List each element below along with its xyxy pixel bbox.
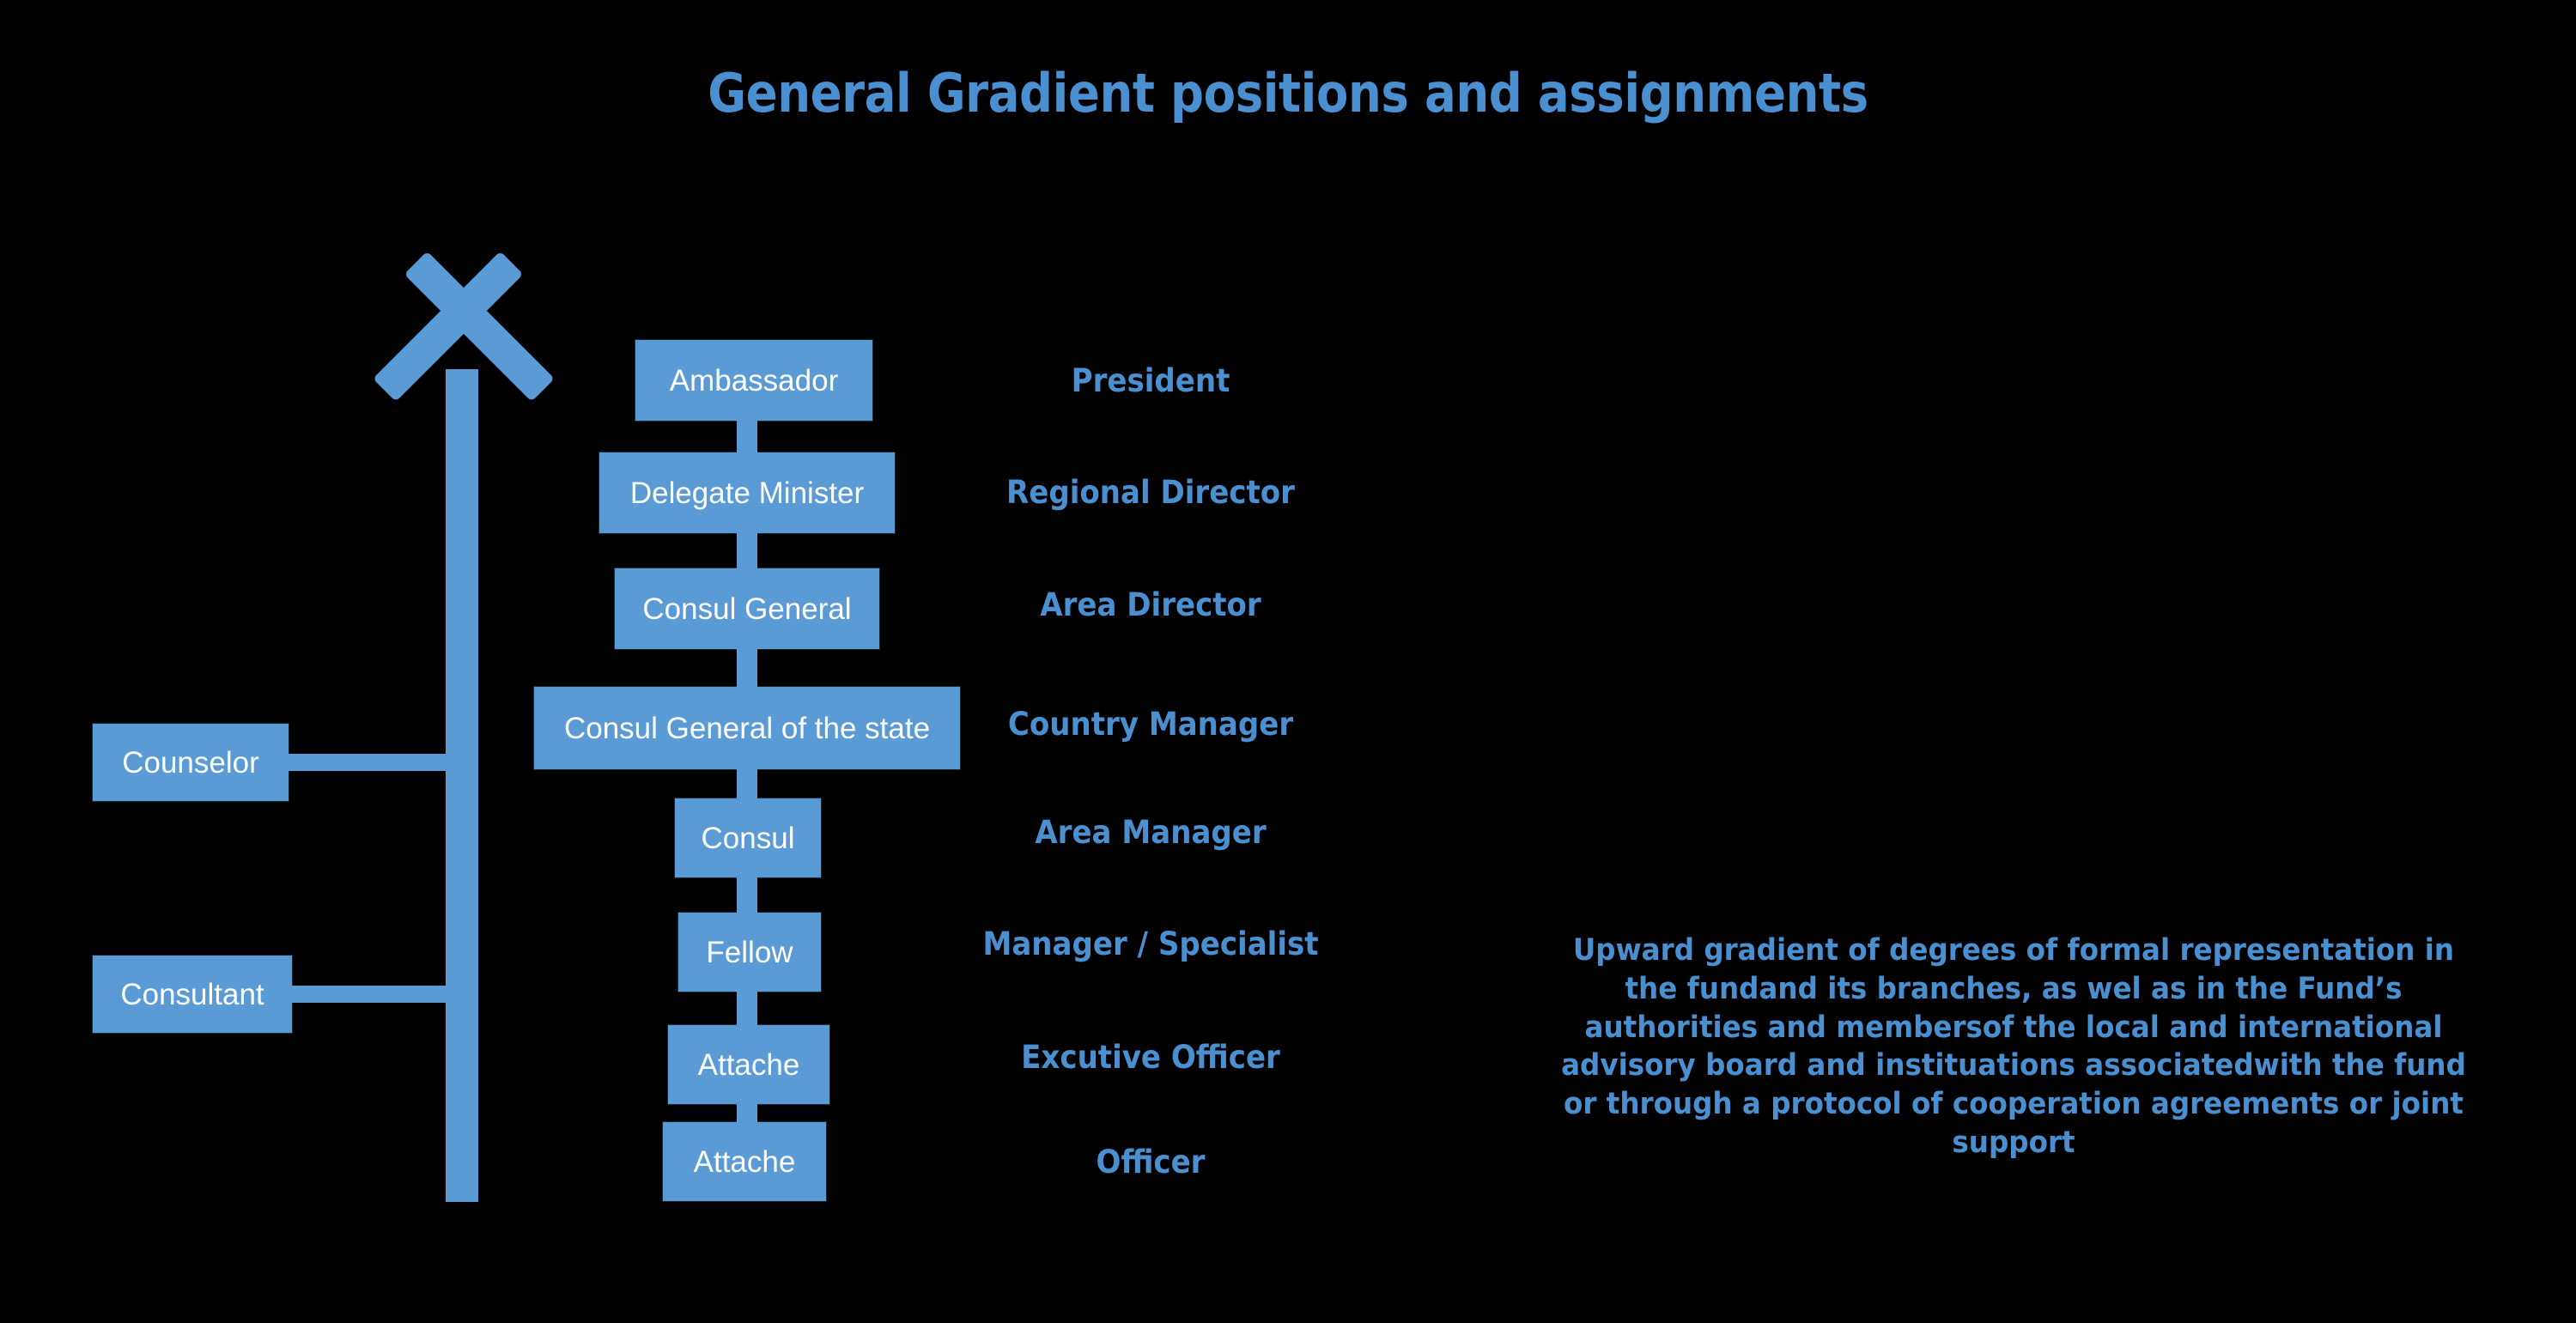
position-box-label: Consul General of the state	[563, 711, 931, 745]
position-box-delegate-minister[interactable]: Delegate Minister	[599, 452, 895, 533]
page-title: General Gradient positions and assignmen…	[708, 62, 1868, 124]
arrow-head-icon	[339, 251, 588, 435]
side-box-consultant[interactable]: Consultant	[93, 956, 292, 1033]
position-box-label: Delegate Minister	[629, 476, 865, 510]
side-box-counselor[interactable]: Counselor	[93, 724, 289, 801]
position-box-fellow[interactable]: Fellow	[678, 913, 821, 992]
position-box-consul-general-of-the-state[interactable]: Consul General of the state	[534, 687, 960, 769]
connector-horizontal-counselor	[283, 754, 468, 771]
position-box-label: Attache	[693, 1144, 796, 1179]
position-box-attache-lower[interactable]: Attache	[663, 1122, 826, 1201]
position-box-label: Ambassador	[669, 363, 839, 398]
position-box-label: Consul General	[642, 592, 852, 626]
position-box-label: Attache	[697, 1047, 800, 1082]
position-box-label: Fellow	[706, 935, 793, 969]
connector-horizontal-consultant	[283, 986, 468, 1003]
position-box-label: Consul	[701, 821, 795, 855]
role-label-area-manager: Area Manager	[1035, 814, 1267, 851]
role-label-manager-specialist: Manager / Specialist	[982, 925, 1319, 962]
side-box-label: Counselor	[122, 745, 259, 780]
role-label-president: President	[1071, 362, 1230, 399]
role-label-regional-director: Regional Director	[1006, 474, 1295, 511]
position-box-ambassador[interactable]: Ambassador	[635, 340, 872, 421]
side-box-label: Consultant	[120, 977, 264, 1011]
position-box-consul-general[interactable]: Consul General	[615, 568, 879, 649]
role-label-officer: Officer	[1096, 1144, 1206, 1180]
role-label-country-manager: Country Manager	[1007, 706, 1294, 743]
gradient-description-note: Upward gradient of degrees of formal rep…	[1561, 933, 2466, 1160]
arrow-shaft	[446, 369, 478, 1202]
position-box-consul[interactable]: Consul	[675, 798, 821, 877]
position-box-attache-upper[interactable]: Attache	[668, 1025, 829, 1104]
role-label-area-director: Area Director	[1040, 586, 1261, 623]
role-label-excutive-officer: Excutive Officer	[1021, 1039, 1280, 1076]
